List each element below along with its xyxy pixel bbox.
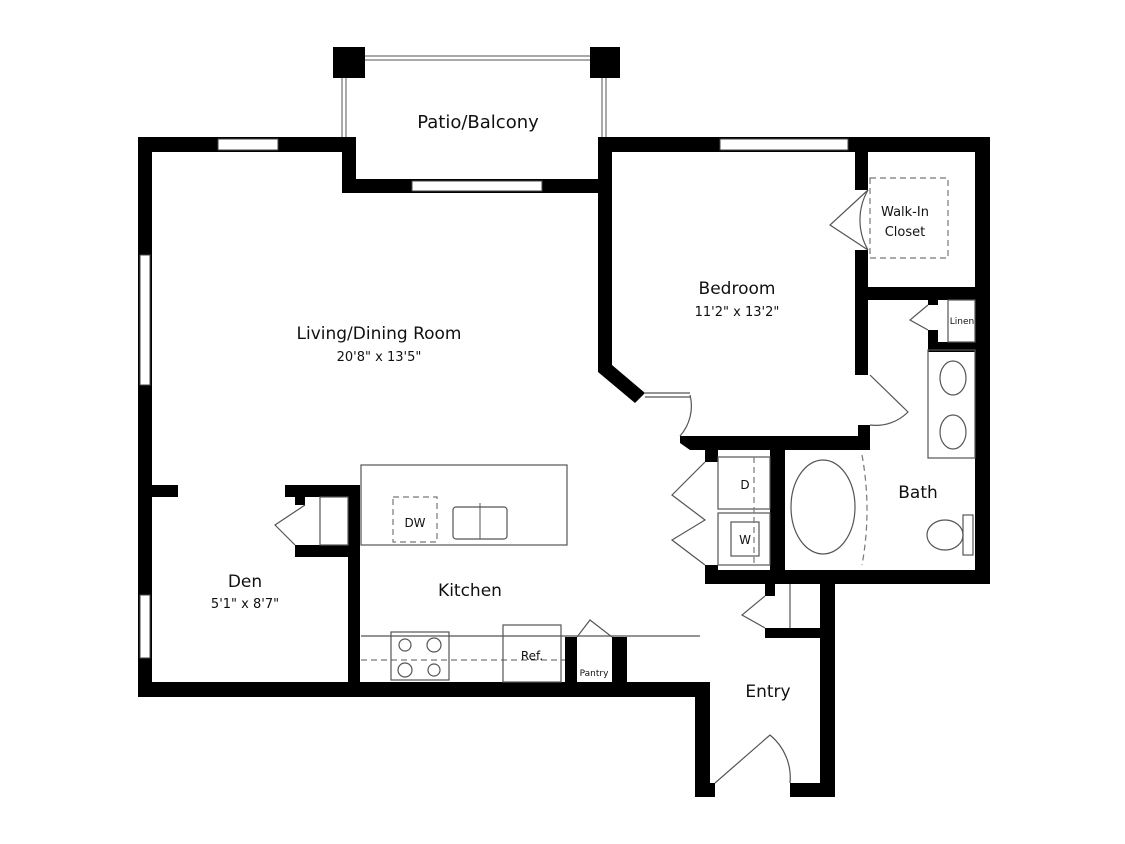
vanity [927,349,976,459]
washer-label: W [739,533,751,547]
patio-post [590,47,620,78]
bedroom-label: Bedroom [699,279,776,299]
kitchen-island [360,464,568,546]
patio-balcony [333,47,620,137]
refrigerator [502,624,562,683]
bedroom-dims: 11'2" x 13'2" [695,305,780,320]
doors [274,189,976,784]
closet-label-2: Closet [885,225,926,240]
bathtub [790,459,856,555]
dryer-label: D [740,478,749,492]
sink [939,414,967,450]
patio-label: Patio/Balcony [417,112,539,133]
toilet [926,519,964,551]
pantry-label: Pantry [580,669,609,679]
den-dims: 5'1" x 8'7" [211,597,279,612]
dryer [717,456,771,510]
closet-shelf [869,177,949,259]
closet-label-1: Walk-In [881,205,929,220]
windows [139,138,849,659]
sink [939,360,967,396]
patio-post [333,47,365,78]
stove [390,631,450,681]
room-labels: Patio/Balcony Living/Dining Room 20'8" x… [211,112,974,702]
living-label: Living/Dining Room [297,324,462,344]
kitchen-label: Kitchen [438,581,502,601]
kitchen-fixtures: DW Ref. Pantry [360,464,700,683]
laundry-bath-fixtures: D W [717,177,976,566]
entry-label: Entry [745,682,790,702]
bath-label: Bath [898,483,938,503]
linen-label: Linen [950,317,974,327]
den-label: Den [228,572,262,592]
dishwasher [392,496,438,543]
refrigerator-label: Ref. [521,649,543,663]
dishwasher-label: DW [404,516,425,530]
living-dims: 20'8" x 13'5" [337,350,422,365]
washer [717,512,771,566]
